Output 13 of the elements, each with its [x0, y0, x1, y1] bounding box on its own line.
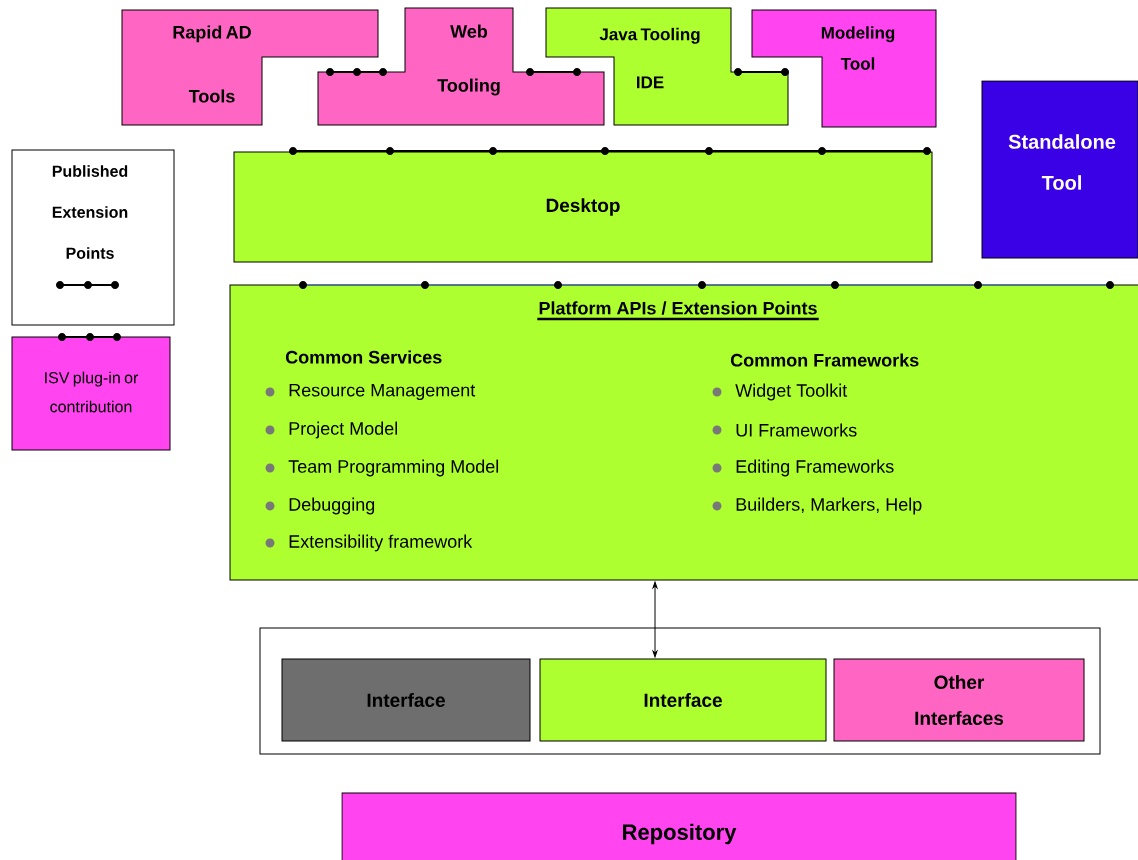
component-box: Published Extension Points — [11, 149, 175, 326]
component-box: Rapid AD Tools — [121, 9, 379, 126]
component-box: Platform APIs / Extension Points Common Services Resource Management Project Model Team Programming Model Debugging Extensibility framework Common Frameworks Widget Toolkit UI Frameworks Editing Frameworks Builders, Markers, Help — [229, 284, 1138, 581]
component-box: Other Interfaces — [833, 658, 1085, 742]
component-box: Repository — [341, 792, 1017, 860]
component-box: Modeling Tool — [751, 9, 937, 128]
component-box: ISV plug-in or contribution — [11, 336, 171, 451]
component-box: Interface — [539, 658, 827, 742]
arrow — [652, 581, 658, 658]
component-box: Desktop — [233, 151, 933, 263]
component-box: Java Tooling IDE — [545, 7, 789, 126]
component-box: Standalone Tool — [981, 80, 1138, 259]
component-box: Interface — [281, 658, 531, 742]
